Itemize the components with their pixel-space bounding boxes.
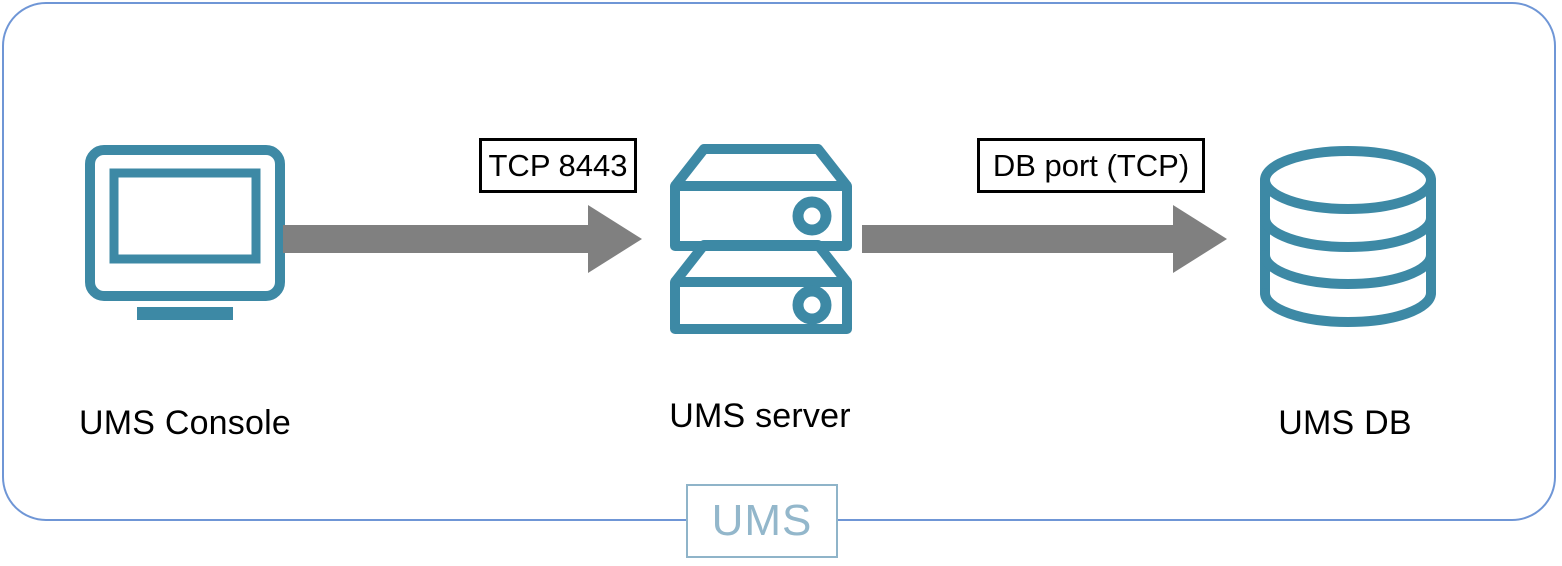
database-cylinder-icon xyxy=(1248,145,1448,335)
arrow-console-to-server xyxy=(283,200,645,278)
node-caption-ums-console: UMS Console xyxy=(79,404,291,442)
monitor-icon xyxy=(85,145,285,325)
node-caption-ums-db: UMS DB xyxy=(1278,404,1412,442)
server-rack-icon xyxy=(662,138,860,334)
node-caption-ums-server: UMS server xyxy=(669,397,851,435)
ums-badge-label: UMS xyxy=(711,496,813,545)
arrow-server-to-db xyxy=(862,200,1230,278)
ums-badge: UMS xyxy=(686,484,838,558)
port-label-db-port: DB port (TCP) xyxy=(977,138,1205,193)
node-ums-server: UMS server xyxy=(610,138,910,448)
node-ums-console: UMS Console xyxy=(40,145,330,445)
node-ums-db: UMS DB xyxy=(1200,145,1490,445)
port-label-tcp-8443: TCP 8443 xyxy=(479,138,637,193)
